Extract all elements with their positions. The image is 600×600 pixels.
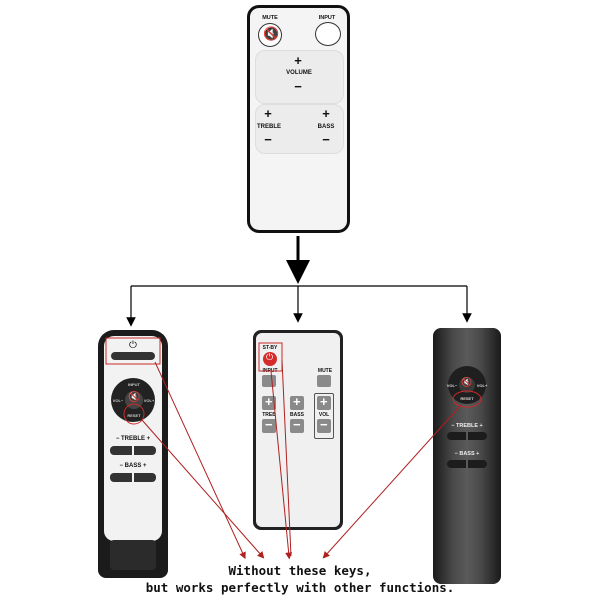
right-bass-label: − BASS + — [454, 451, 480, 457]
caption-line-2: but works perfectly with other functions… — [145, 580, 455, 595]
input-button[interactable] — [315, 22, 341, 46]
right-treble-minus-button[interactable] — [447, 432, 466, 440]
right-bass-minus-button[interactable] — [447, 460, 466, 468]
middle-vol-up-button[interactable]: + — [317, 394, 331, 410]
left-remote-face — [104, 336, 162, 541]
standby-button[interactable]: ⏻ — [263, 352, 277, 366]
left-mute-button[interactable]: 🔇 — [125, 391, 143, 409]
left-reset-highlight — [123, 403, 145, 425]
middle-treble-up-button[interactable]: + — [262, 394, 276, 410]
left-bass-label: − BASS + — [119, 463, 147, 469]
middle-bass-down-button[interactable]: − — [290, 417, 304, 433]
speaker-mute-icon: 🔇 — [263, 26, 280, 41]
volume-down-button[interactable]: − — [294, 79, 302, 94]
middle-bass-up-button[interactable]: + — [290, 394, 304, 410]
right-vol-minus-label: VOL− — [446, 383, 458, 388]
left-treble-plus-button[interactable] — [134, 446, 156, 455]
left-treble-label: − TREBLE + — [115, 436, 151, 442]
caption-line-1: Without these keys, — [228, 563, 372, 578]
input-label: INPUT — [318, 15, 336, 21]
treble-down-button[interactable]: − — [264, 132, 272, 147]
middle-vol-down-button[interactable]: − — [317, 417, 331, 433]
left-vol-plus-label: VOL+ — [143, 398, 155, 403]
power-icon: ⏻ — [129, 340, 137, 351]
left-vol-minus-label: VOL− — [112, 398, 124, 403]
right-treble-plus-button[interactable] — [468, 432, 487, 440]
middle-bass-label: BASS — [290, 412, 304, 418]
right-mute-button[interactable]: 🔇 — [459, 377, 475, 393]
treble-up-button[interactable]: + — [264, 106, 272, 121]
middle-mute-label: MUTE — [317, 368, 333, 374]
left-power-button[interactable] — [111, 352, 155, 360]
left-remote-bottom — [110, 540, 156, 570]
tone-pad — [255, 104, 344, 154]
left-power-highlight — [105, 337, 161, 365]
speaker-mute-icon: 🔇 — [128, 392, 141, 403]
right-vol-plus-label: VOL+ — [476, 383, 488, 388]
volume-up-button[interactable]: + — [294, 53, 302, 68]
middle-vol-group — [314, 393, 334, 439]
middle-mute-button[interactable] — [317, 375, 331, 387]
power-icon: ⏻ — [266, 352, 274, 362]
left-input-label: INPUT — [128, 382, 140, 387]
middle-treble-down-button[interactable]: − — [262, 417, 276, 433]
bass-down-button[interactable]: − — [322, 132, 330, 147]
volume-pad — [255, 50, 344, 104]
mute-label: MUTE — [262, 15, 278, 21]
left-bass-minus-button[interactable] — [110, 473, 132, 482]
middle-stby-highlight — [258, 342, 283, 372]
bass-up-button[interactable]: + — [322, 106, 330, 121]
speaker-mute-icon: 🔇 — [461, 377, 473, 387]
right-reset-highlight — [452, 390, 482, 408]
stby-label: ST-BY — [262, 345, 278, 351]
mute-button[interactable]: 🔇 — [258, 23, 282, 47]
treble-label: TREBLE — [257, 124, 281, 130]
right-treble-label: − TREBLE + — [451, 423, 483, 429]
treb-label: TREB — [262, 412, 276, 418]
volume-label: VOLUME — [286, 70, 312, 76]
middle-vol-label: VOL — [318, 412, 330, 418]
right-reset-label: RESET — [460, 396, 474, 401]
left-bass-plus-button[interactable] — [134, 473, 156, 482]
left-reset-label: RESET — [127, 413, 141, 418]
left-treble-minus-button[interactable] — [110, 446, 132, 455]
right-bass-plus-button[interactable] — [468, 460, 487, 468]
bass-label: BASS — [317, 124, 335, 130]
